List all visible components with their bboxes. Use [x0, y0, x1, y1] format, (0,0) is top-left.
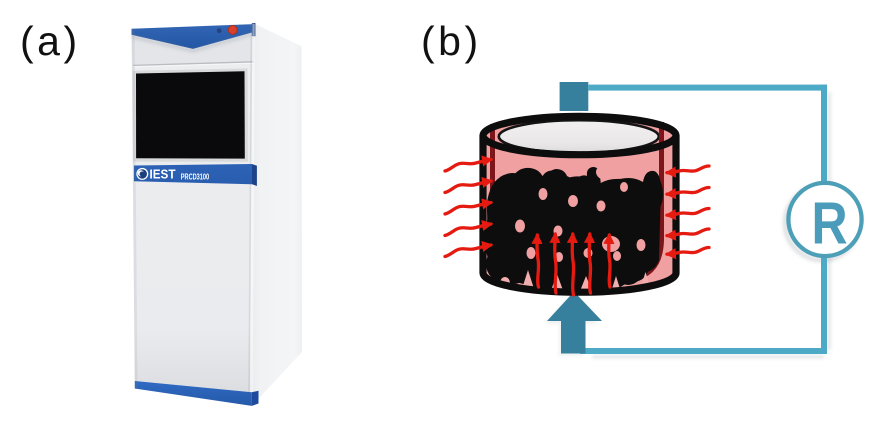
- svg-text:(b): (b): [421, 18, 482, 64]
- svg-text:R: R: [811, 189, 847, 256]
- svg-text:IEST: IEST: [150, 168, 176, 182]
- svg-text:(a): (a): [20, 18, 81, 64]
- svg-text:PRCD3100: PRCD3100: [181, 172, 210, 181]
